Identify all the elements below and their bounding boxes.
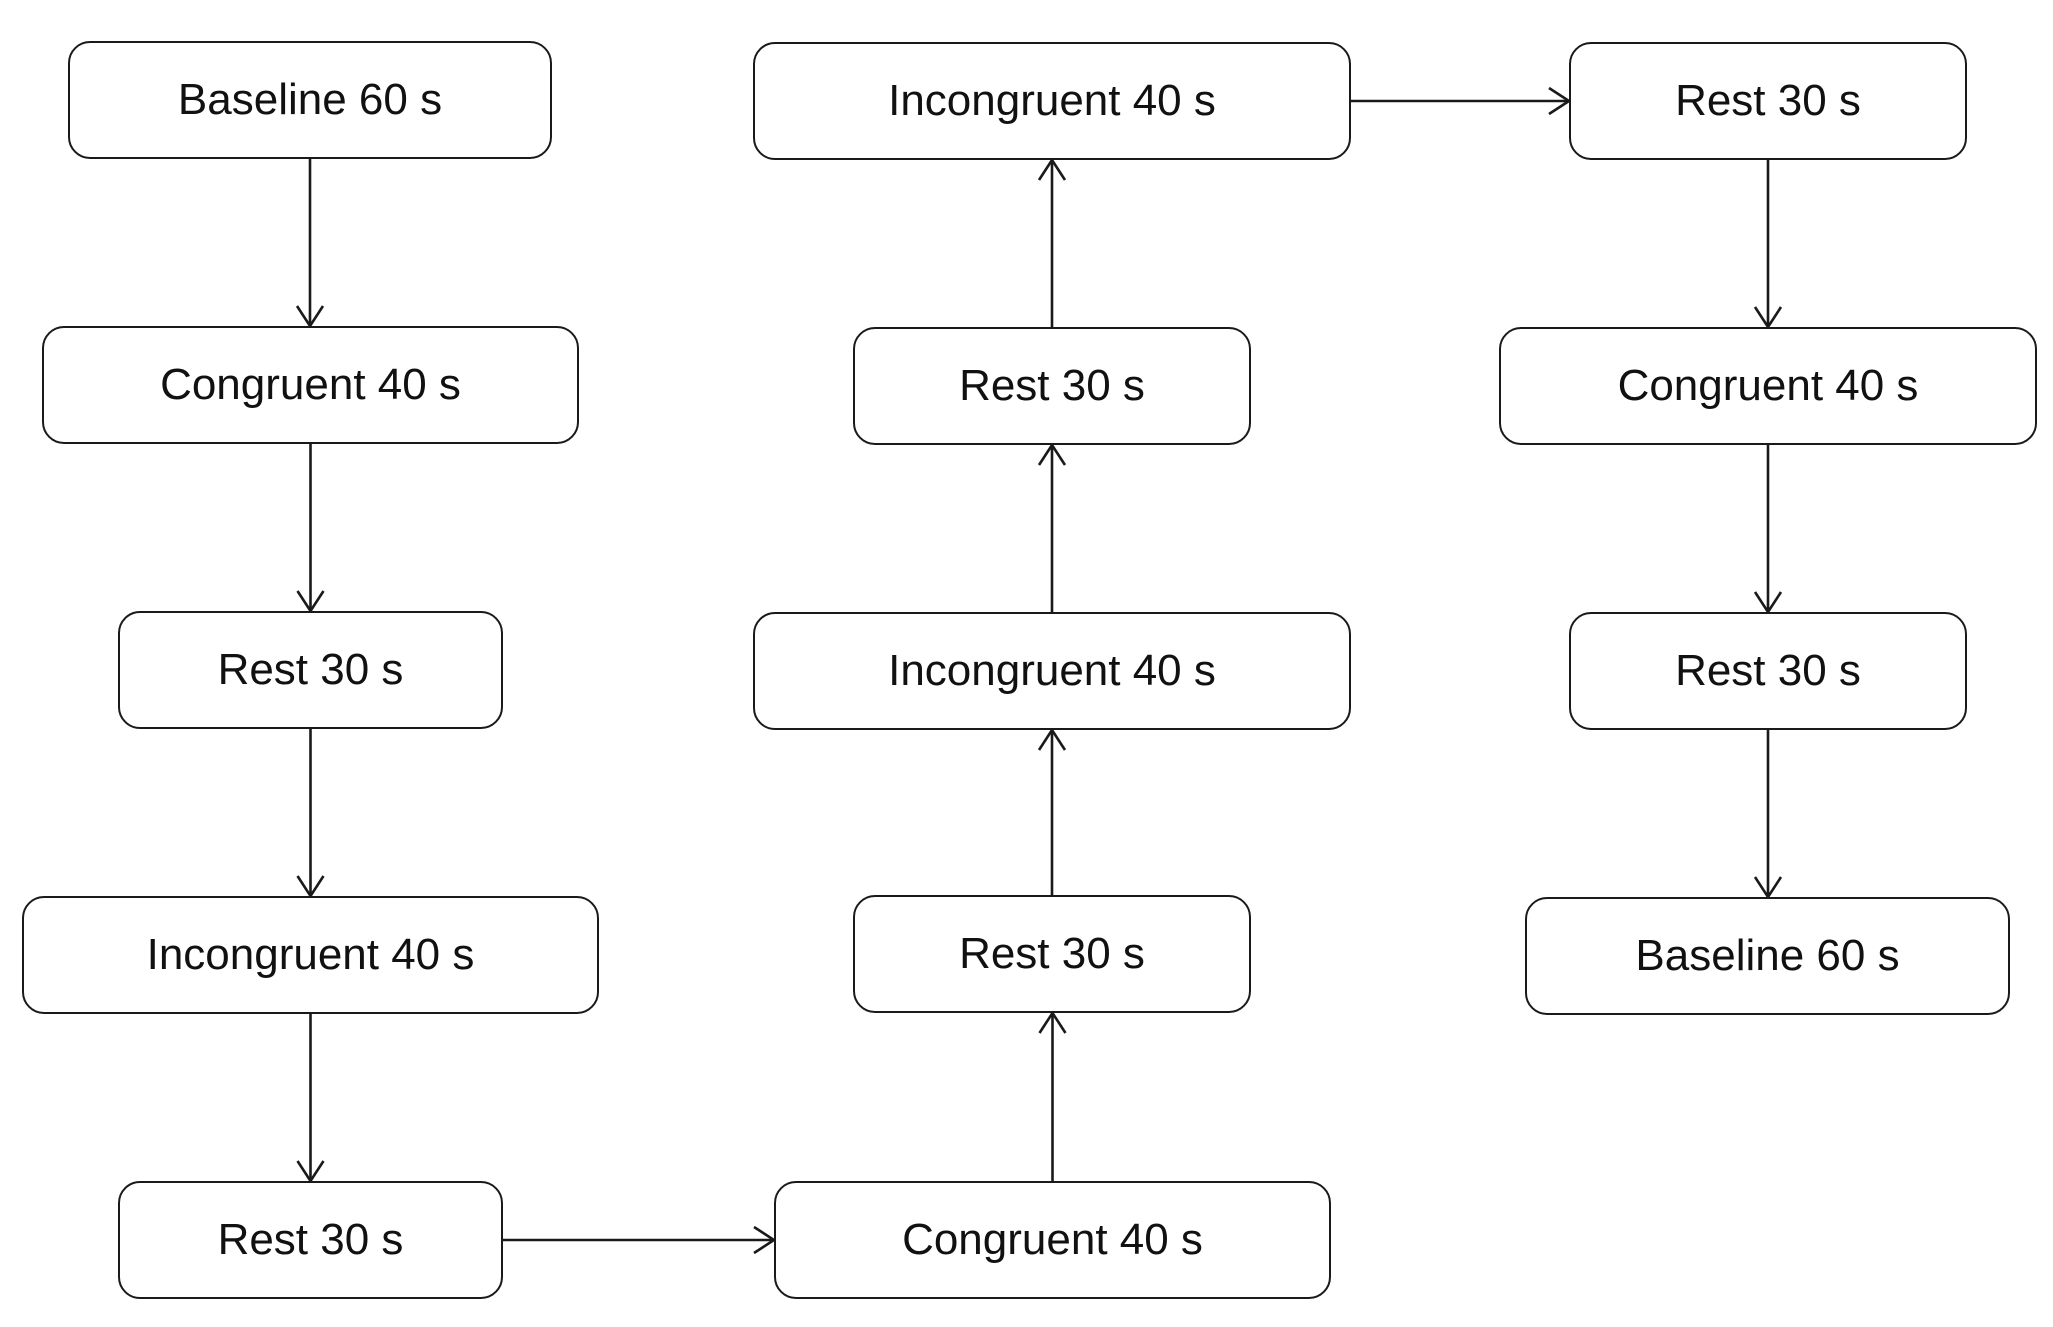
connector-arrow-9 [1037, 157, 1067, 327]
step-congruent-3: Congruent 40 s [1499, 327, 2037, 445]
connector-arrow-1 [295, 159, 325, 329]
connector-arrow-5 [503, 1225, 777, 1255]
step-incongruent-1: Incongruent 40 s [22, 896, 599, 1014]
arrowhead-icon [1037, 727, 1067, 751]
step-rest-3: Rest 30 s [853, 895, 1251, 1013]
step-rest-6: Rest 30 s [1569, 612, 1967, 730]
arrowhead-icon [1037, 442, 1067, 466]
step-congruent-2: Congruent 40 s [774, 1181, 1331, 1299]
step-incongruent-2: Incongruent 40 s [753, 612, 1351, 730]
step-congruent-1: Congruent 40 s [42, 326, 579, 444]
step-baseline-start: Baseline 60 s [68, 41, 552, 159]
connector-arrow-12 [1753, 445, 1783, 615]
step-incongruent-3: Incongruent 40 s [753, 42, 1351, 160]
connector-arrow-8 [1037, 442, 1067, 612]
connector-arrow-7 [1037, 727, 1067, 895]
connector-arrow-4 [296, 1014, 325, 1184]
arrowhead-icon [1037, 157, 1067, 181]
connector-arrow-3 [296, 729, 325, 899]
arrowhead-icon [1038, 1010, 1067, 1034]
connector-arrow-2 [296, 444, 325, 614]
step-baseline-end: Baseline 60 s [1525, 897, 2010, 1015]
connector-arrow-13 [1753, 730, 1783, 900]
step-rest-4: Rest 30 s [853, 327, 1251, 445]
step-rest-2: Rest 30 s [118, 1181, 503, 1299]
connector-arrow-11 [1753, 160, 1783, 330]
connector-arrow-10 [1351, 86, 1572, 116]
connector-arrow-6 [1038, 1010, 1067, 1181]
step-rest-1: Rest 30 s [118, 611, 503, 729]
step-rest-5: Rest 30 s [1569, 42, 1967, 160]
